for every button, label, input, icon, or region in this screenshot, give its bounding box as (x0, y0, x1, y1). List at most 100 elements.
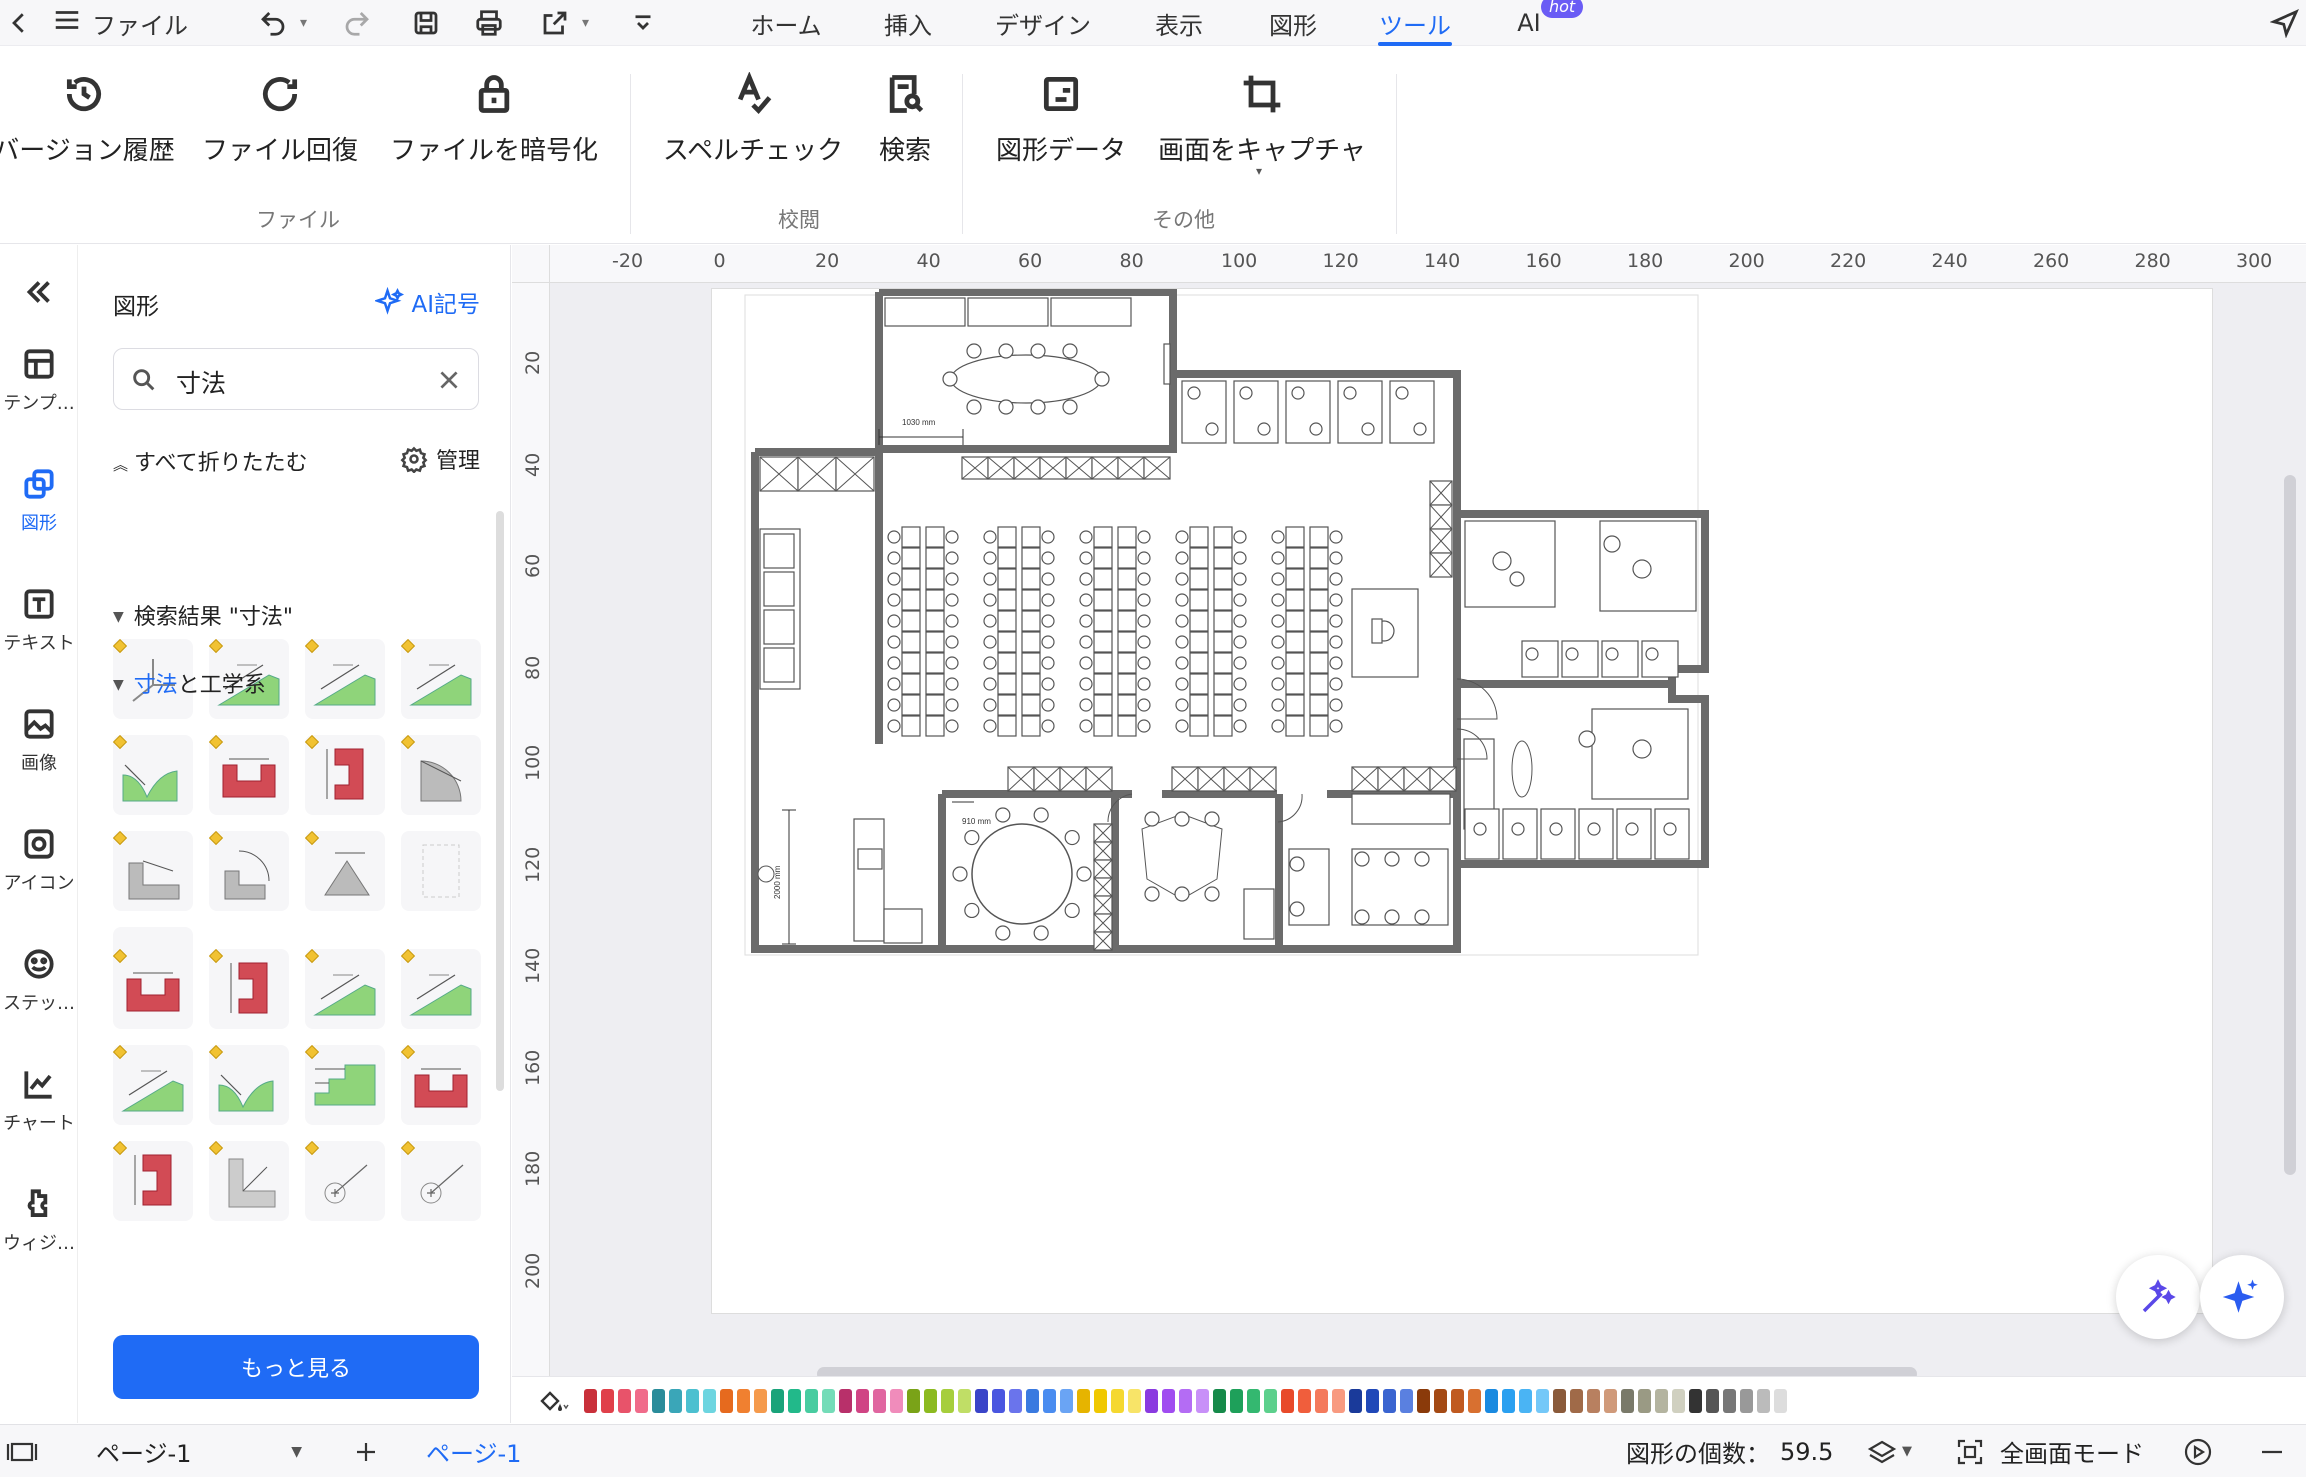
color-swatch[interactable] (1026, 1389, 1039, 1413)
shape-tile[interactable] (209, 949, 289, 1029)
color-swatch[interactable] (941, 1389, 954, 1413)
back-chevron-icon[interactable] (4, 0, 34, 46)
shape-tile[interactable] (305, 831, 385, 911)
layers-button[interactable]: ▼ (1866, 1425, 1912, 1478)
color-swatch[interactable] (805, 1389, 818, 1413)
shape-tile[interactable] (305, 1141, 385, 1221)
color-swatch[interactable] (1536, 1389, 1549, 1413)
color-swatch[interactable] (1179, 1389, 1192, 1413)
screen-capture-button[interactable]: 画面をキャプチャ (1156, 72, 1368, 182)
color-swatch[interactable] (1468, 1389, 1481, 1413)
shape-tile[interactable] (113, 1141, 193, 1221)
tab-design[interactable]: デザイン (995, 11, 1091, 40)
color-swatch[interactable] (1638, 1389, 1651, 1413)
color-swatch[interactable] (754, 1389, 767, 1413)
color-swatch[interactable] (771, 1389, 784, 1413)
shape-tile[interactable] (209, 639, 289, 719)
color-swatch[interactable] (1774, 1389, 1787, 1413)
shape-tile[interactable] (113, 831, 193, 911)
color-swatch[interactable] (1332, 1389, 1345, 1413)
color-swatch[interactable] (958, 1389, 971, 1413)
tab-ai[interactable]: AI (1517, 9, 1541, 37)
color-swatch[interactable] (703, 1389, 716, 1413)
shape-tile[interactable] (209, 831, 289, 911)
shape-tile[interactable] (401, 949, 481, 1029)
shape-tile[interactable] (401, 1141, 481, 1221)
color-swatch[interactable] (1451, 1389, 1464, 1413)
color-swatch[interactable] (924, 1389, 937, 1413)
rail-item-shapes[interactable]: 図形 (0, 465, 78, 535)
export-dropdown-icon[interactable]: ▾ (582, 15, 590, 31)
color-swatch[interactable] (1349, 1389, 1362, 1413)
shape-tile[interactable] (401, 1045, 481, 1125)
find-button[interactable]: 検索 (870, 72, 940, 182)
color-swatch[interactable] (1281, 1389, 1294, 1413)
color-swatch[interactable] (1740, 1389, 1753, 1413)
ai-magic-button[interactable] (2116, 1255, 2200, 1339)
shape-tile[interactable] (305, 639, 385, 719)
color-swatch[interactable] (1723, 1389, 1736, 1413)
panel-scrollbar[interactable] (496, 511, 504, 1091)
ai-assistant-button[interactable] (2200, 1255, 2284, 1339)
color-swatch[interactable] (1434, 1389, 1447, 1413)
shape-tile[interactable] (209, 1141, 289, 1221)
more-button[interactable]: もっと見る (113, 1335, 479, 1399)
shape-tile[interactable] (113, 1045, 193, 1125)
shape-tile[interactable] (305, 1045, 385, 1125)
color-swatch[interactable] (669, 1389, 682, 1413)
collapse-all-button[interactable]: ︽すべて折りたたむ (113, 445, 308, 477)
vertical-scrollbar[interactable] (2284, 475, 2296, 1175)
fullscreen-button[interactable]: 全画面モード (1954, 1425, 2144, 1478)
version-history-button[interactable]: バージョン履歴 (0, 72, 182, 182)
color-swatch[interactable] (1417, 1389, 1430, 1413)
color-swatch[interactable] (584, 1389, 597, 1413)
tab-view[interactable]: 表示 (1155, 11, 1203, 40)
undo-icon[interactable] (258, 0, 288, 46)
shape-data-button[interactable]: 図形データ (992, 72, 1130, 182)
color-swatch[interactable] (601, 1389, 614, 1413)
color-swatch[interactable] (1060, 1389, 1073, 1413)
color-swatch[interactable] (1298, 1389, 1311, 1413)
color-swatch[interactable] (907, 1389, 920, 1413)
play-icon[interactable] (2182, 1425, 2214, 1478)
color-swatch[interactable] (1009, 1389, 1022, 1413)
color-swatch[interactable] (652, 1389, 665, 1413)
shape-tile[interactable] (113, 639, 193, 719)
rail-item-icons[interactable]: アイコン (0, 825, 78, 895)
color-swatch[interactable] (618, 1389, 631, 1413)
color-swatch[interactable] (1587, 1389, 1600, 1413)
encrypt-file-button[interactable]: ファイルを暗号化 (388, 72, 600, 182)
clear-icon[interactable] (436, 367, 462, 393)
export-icon[interactable] (540, 0, 570, 46)
color-swatch[interactable] (1145, 1389, 1158, 1413)
rail-item-template[interactable]: テンプ… (0, 345, 78, 415)
color-swatch[interactable] (1264, 1389, 1277, 1413)
color-swatch[interactable] (1604, 1389, 1617, 1413)
file-menu-button[interactable]: ファイル (52, 0, 188, 46)
capture-dropdown-icon[interactable]: ▾ (1256, 164, 1263, 178)
color-swatch[interactable] (635, 1389, 648, 1413)
tab-shape[interactable]: 図形 (1269, 11, 1317, 40)
send-icon[interactable] (2270, 0, 2300, 46)
color-swatch[interactable] (1383, 1389, 1396, 1413)
save-icon[interactable] (411, 0, 441, 46)
redo-icon[interactable] (342, 0, 372, 46)
color-swatch[interactable] (686, 1389, 699, 1413)
manage-button[interactable]: 管理 (400, 443, 480, 475)
color-swatch[interactable] (856, 1389, 869, 1413)
shape-tile[interactable] (113, 735, 193, 815)
color-swatch[interactable] (1196, 1389, 1209, 1413)
shape-tile[interactable] (209, 735, 289, 815)
color-swatch[interactable] (737, 1389, 750, 1413)
shape-tile[interactable] (305, 949, 385, 1029)
color-swatch[interactable] (1247, 1389, 1260, 1413)
color-swatch[interactable] (1043, 1389, 1056, 1413)
color-swatch[interactable] (1077, 1389, 1090, 1413)
color-swatch[interactable] (1128, 1389, 1141, 1413)
shape-tile[interactable] (401, 735, 481, 815)
color-swatch[interactable] (873, 1389, 886, 1413)
color-swatch[interactable] (1553, 1389, 1566, 1413)
color-swatch[interactable] (1706, 1389, 1719, 1413)
